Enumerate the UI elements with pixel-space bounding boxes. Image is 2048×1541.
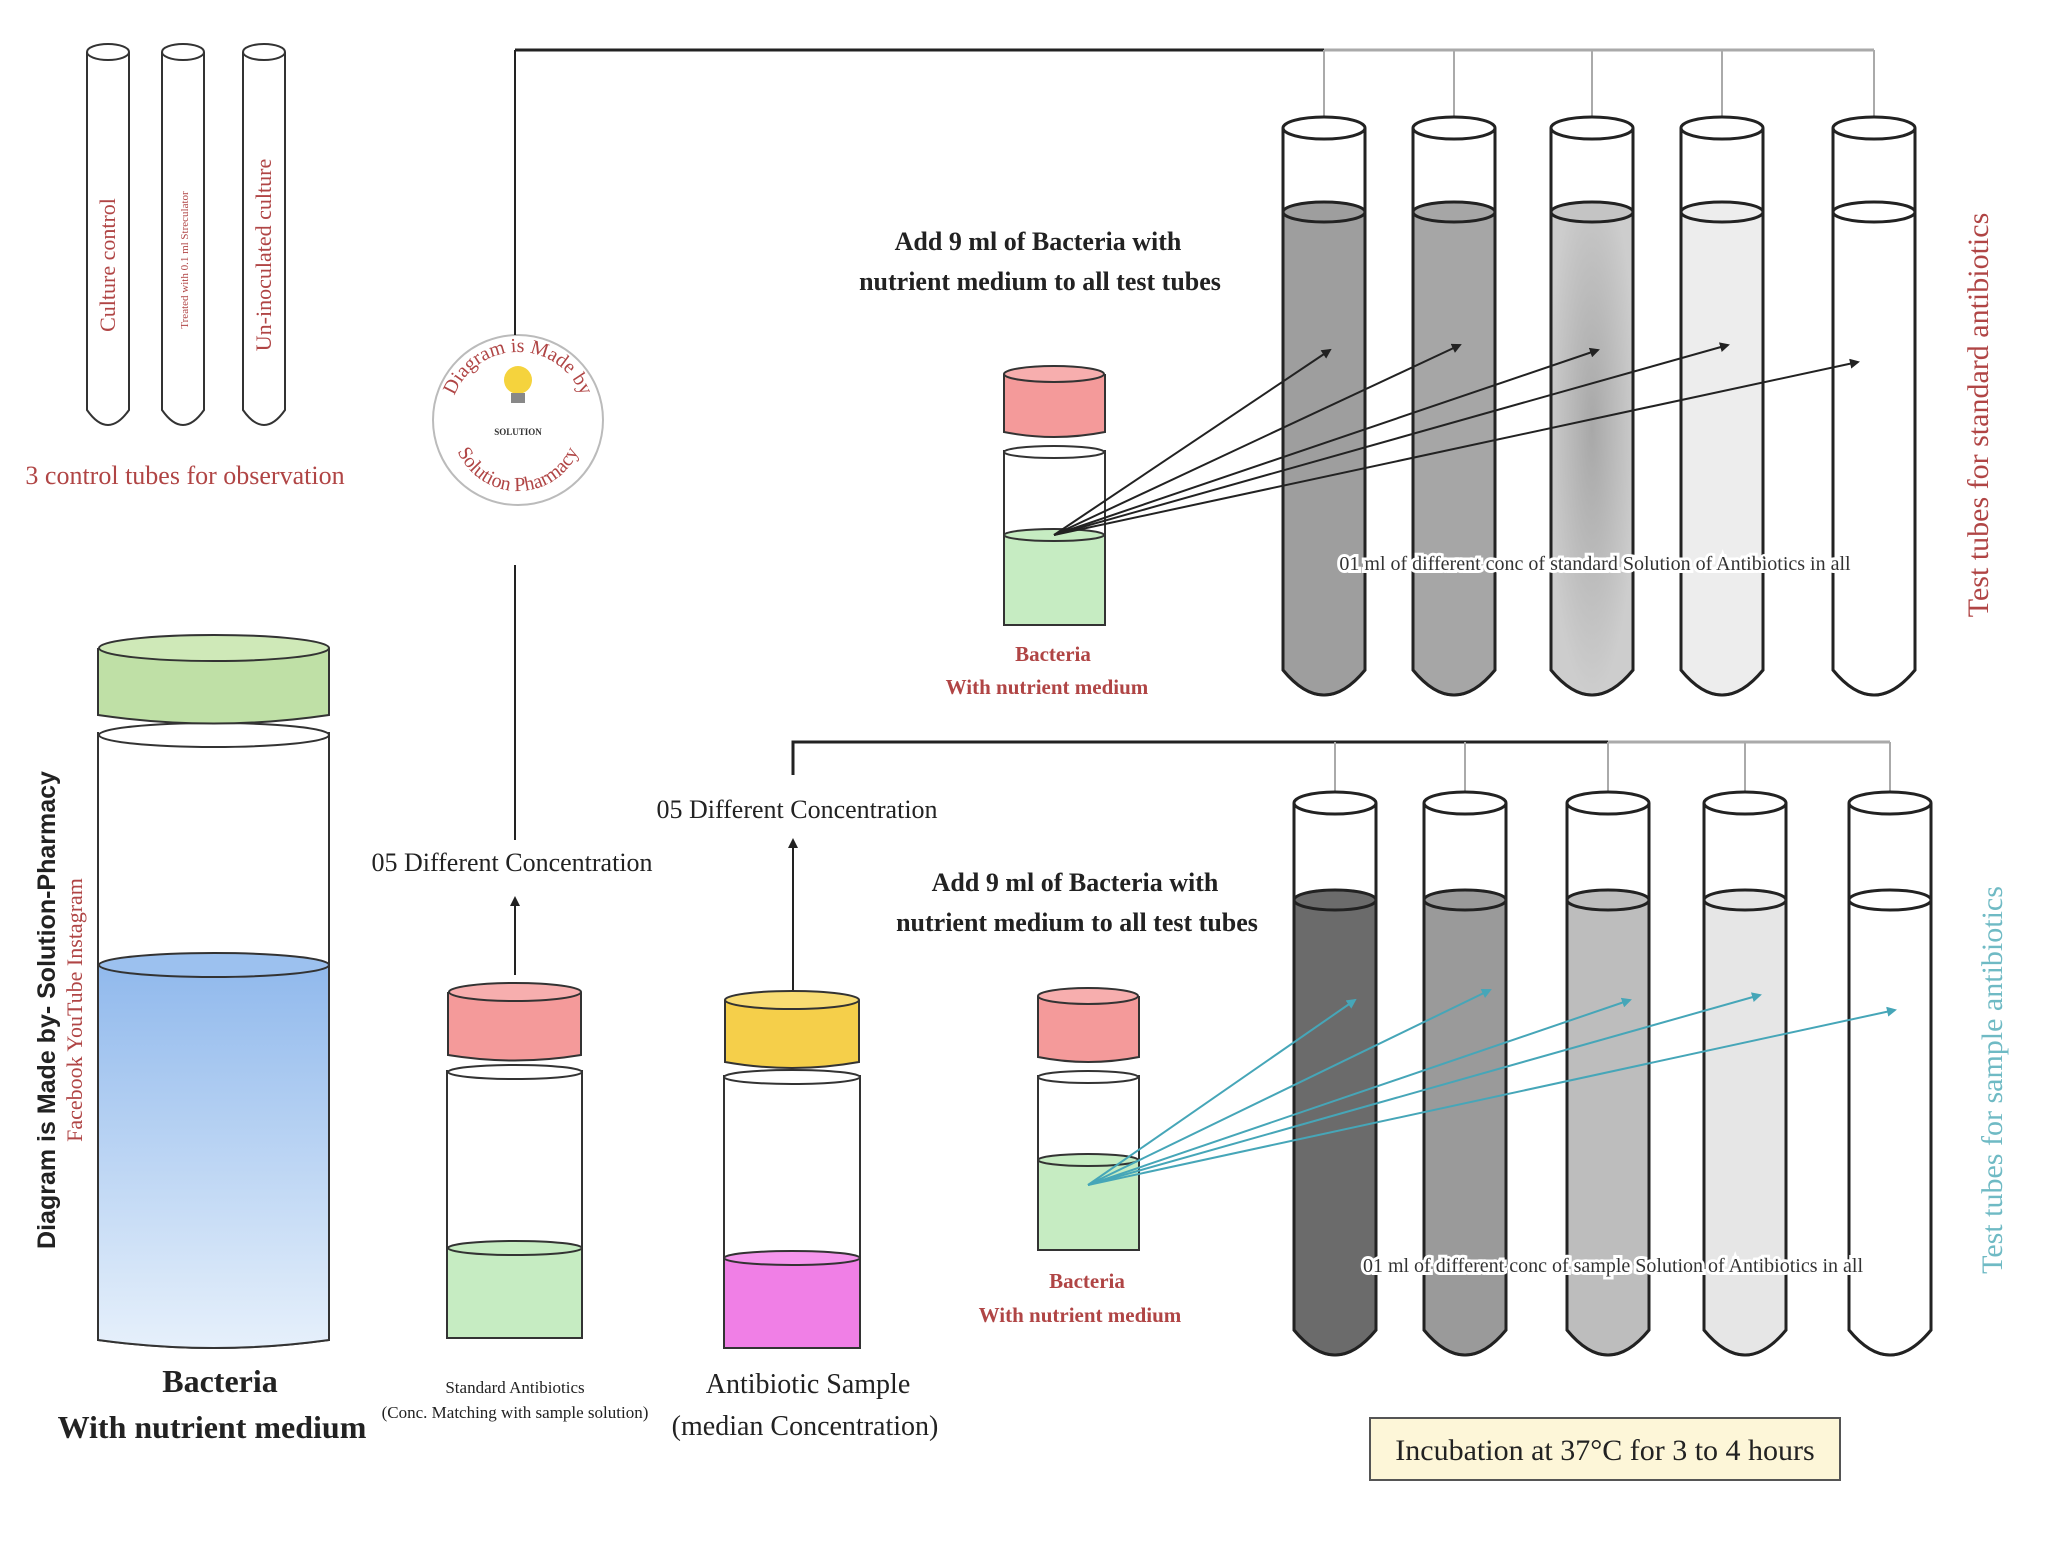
sample-tube-4	[1702, 790, 1788, 1357]
control-tubes-group: Culture control Treated with 0.1 ml Stre…	[25, 43, 345, 490]
top-vial-label-1: Bacteria	[1015, 642, 1091, 666]
top-side-label: Test tubes for standard antibiotics	[1962, 213, 1995, 617]
sample-tube-2	[1422, 790, 1508, 1357]
sample-arrow-3	[1087, 997, 1632, 1186]
bottom-side-label: Test tubes for sample antibiotics	[1976, 886, 2009, 1274]
sample-dispense-arrows	[1087, 988, 1897, 1186]
control-tubes-caption: 3 control tubes for observation	[25, 461, 344, 490]
standard-test-tubes	[1281, 115, 1917, 697]
bacteria-jar: Bacteria With nutrient medium	[58, 634, 367, 1445]
sample-arrow-1	[1087, 998, 1357, 1186]
bottom-vial-label-2: With nutrient medium	[979, 1303, 1182, 1327]
control-tube-label-3: Un-inoculated culture	[251, 159, 276, 351]
top-instruction-line-1: Add 9 ml of Bacteria with	[895, 227, 1182, 256]
watermark-badge: Diagram is Made by Solution Pharmacy SOL…	[432, 334, 604, 506]
bottom-instruction-line-1: Add 9 ml of Bacteria with	[932, 868, 1219, 897]
top-vial-label-2: With nutrient medium	[946, 675, 1149, 699]
standard-arrow-5	[1053, 358, 1860, 536]
sample-arrow-5	[1087, 1006, 1897, 1186]
control-tube-2	[161, 43, 205, 426]
side-watermark-title: Diagram is Made by- Solution-Pharmacy	[33, 771, 61, 1249]
sample-concentration-label: 05 Different Concentration	[656, 795, 937, 824]
control-tube-label-1: Culture control	[95, 198, 120, 332]
standard-dispense-arrows	[1053, 342, 1860, 536]
control-tube-3	[242, 43, 286, 426]
control-tube-1	[86, 43, 130, 426]
bottom-section: Add 9 ml of Bacteria with nutrient mediu…	[896, 790, 2009, 1357]
standard-tube-2	[1411, 115, 1497, 697]
sample-tube-5	[1847, 790, 1933, 1357]
standard-arrow-2	[1053, 343, 1462, 536]
bacteria-jar-label-2: With nutrient medium	[58, 1409, 367, 1445]
incubation-text: Incubation at 37°C for 3 to 4 hours	[1395, 1434, 1814, 1467]
standard-arrow-1	[1053, 348, 1332, 536]
standard-arrow-4	[1053, 342, 1730, 536]
sample-arrow-4	[1087, 992, 1762, 1186]
antibiotic-sample-vial: Antibiotic Sample (median Concentration)…	[656, 795, 938, 1442]
top-bacteria-vial: Bacteria With nutrient medium	[946, 365, 1149, 699]
side-watermark-subtitle: Facebook YouTube Instagram	[62, 878, 87, 1142]
sample-test-tubes	[1292, 790, 1933, 1357]
bacteria-jar-label-1: Bacteria	[162, 1363, 278, 1399]
top-tube-note: 01 ml of different conc of standard Solu…	[1339, 553, 1851, 575]
top-instruction-line-2: nutrient medium to all test tubes	[859, 267, 1221, 296]
incubation-box: Incubation at 37°C for 3 to 4 hours	[1369, 1417, 1841, 1481]
control-tube-label-2: Treated with 0.1 ml Streculator	[179, 191, 191, 329]
standard-tube-5	[1831, 115, 1917, 697]
standard-tube-1	[1281, 115, 1367, 697]
bottom-bacteria-vial: Bacteria With nutrient medium	[979, 987, 1182, 1327]
bottom-instruction-line-2: nutrient medium to all test tubes	[896, 908, 1258, 937]
standard-tube-3	[1549, 115, 1635, 697]
standard-antibiotics-vial: Standard Antibiotics (Conc. Matching wit…	[371, 848, 652, 1422]
sample-vial-label-1: Antibiotic Sample	[706, 1369, 911, 1400]
lightbulb-icon	[504, 366, 532, 403]
standard-vial-label-1: Standard Antibiotics	[445, 1378, 584, 1397]
connector-lines	[510, 48, 1891, 990]
sample-tube-1	[1292, 790, 1378, 1357]
sample-vial-label-2: (median Concentration)	[672, 1411, 939, 1442]
standard-concentration-label: 05 Different Concentration	[371, 848, 652, 877]
sample-arrow-2	[1087, 988, 1492, 1186]
bottom-tube-note: 01 ml of different conc of sample Soluti…	[1363, 1255, 1864, 1277]
standard-tube-4	[1679, 115, 1765, 697]
bottom-vial-label-1: Bacteria	[1049, 1269, 1125, 1293]
standard-arrow-3	[1053, 347, 1600, 536]
badge-center-text: SOLUTION	[494, 427, 542, 437]
top-section: Add 9 ml of Bacteria with nutrient mediu…	[859, 115, 1995, 699]
standard-vial-label-2: (Conc. Matching with sample solution)	[382, 1403, 649, 1422]
